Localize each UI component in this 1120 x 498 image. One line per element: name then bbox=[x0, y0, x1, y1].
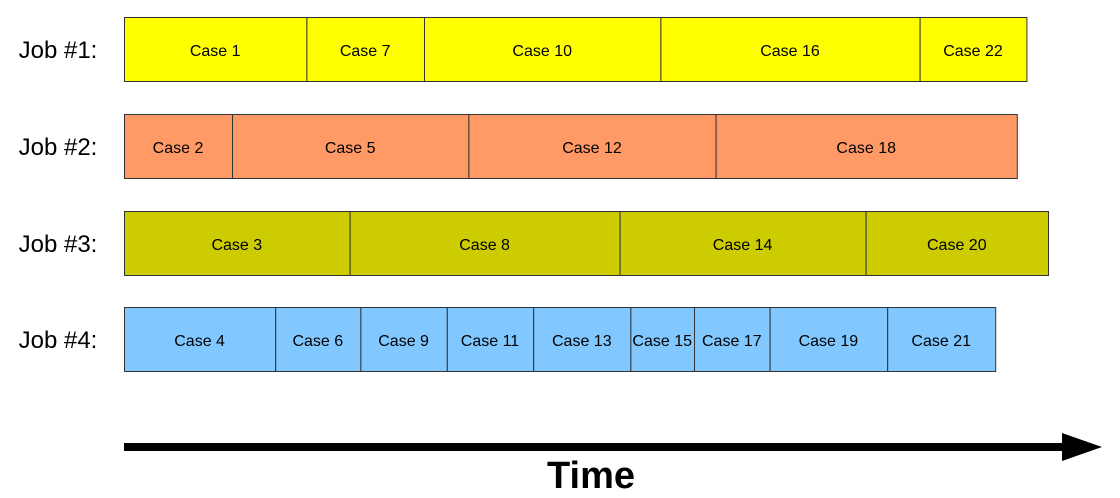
case-label: Case 11 bbox=[461, 333, 520, 350]
case-label: Case 13 bbox=[552, 333, 612, 350]
job-row-4: Job #4: Case 4 Case 6 Case 9 Case 11 Case 13 C… bbox=[19, 307, 997, 372]
case-label: Case 20 bbox=[927, 237, 987, 254]
job-row-3: Job #3: Case 3 Case 8 Case 14 Case 20 bbox=[19, 211, 1049, 276]
case-block bbox=[124, 211, 351, 276]
case-block bbox=[865, 211, 1049, 276]
time-axis-arrowhead bbox=[1062, 433, 1102, 461]
case-block bbox=[124, 17, 308, 82]
case-label: Case 8 bbox=[459, 237, 510, 254]
case-label: Case 6 bbox=[292, 333, 343, 350]
case-label: Case 9 bbox=[378, 333, 429, 350]
job-label: Job #4: bbox=[19, 327, 98, 354]
time-axis: Time bbox=[124, 433, 1102, 497]
time-axis-label: Time bbox=[547, 455, 635, 497]
case-block bbox=[887, 307, 997, 372]
case-block bbox=[232, 114, 470, 179]
case-block bbox=[630, 307, 696, 372]
jobs-layer: Job #1: Case 1 Case 7 Case 10 Case 16 Case 22… bbox=[19, 17, 1049, 372]
case-label: Case 22 bbox=[943, 43, 1003, 60]
case-block bbox=[124, 307, 277, 372]
case-label: Case 18 bbox=[836, 140, 896, 157]
case-label: Case 10 bbox=[512, 43, 572, 60]
job-label: Job #3: bbox=[19, 231, 98, 258]
job-row-1: Job #1: Case 1 Case 7 Case 10 Case 16 Case 22 bbox=[19, 17, 1028, 82]
case-block bbox=[424, 17, 662, 82]
case-label: Case 19 bbox=[799, 333, 859, 350]
case-label: Case 14 bbox=[713, 237, 773, 254]
case-label: Case 7 bbox=[340, 43, 391, 60]
case-block bbox=[769, 307, 889, 372]
case-block bbox=[619, 211, 867, 276]
job-label: Job #1: bbox=[19, 37, 98, 64]
case-label: Case 3 bbox=[211, 237, 262, 254]
case-label: Case 15 bbox=[632, 333, 692, 350]
case-block bbox=[715, 114, 1018, 179]
case-label: Case 16 bbox=[760, 43, 820, 60]
case-label: Case 4 bbox=[174, 333, 225, 350]
case-block bbox=[660, 17, 921, 82]
case-block bbox=[360, 307, 448, 372]
job-row-2: Job #2: Case 2 Case 5 Case 12 Case 18 bbox=[19, 114, 1018, 179]
case-block bbox=[919, 17, 1028, 82]
case-block bbox=[468, 114, 717, 179]
case-label: Case 17 bbox=[702, 333, 762, 350]
case-label: Case 5 bbox=[325, 140, 376, 157]
case-block bbox=[306, 17, 425, 82]
case-block bbox=[533, 307, 632, 372]
case-label: Case 12 bbox=[562, 140, 622, 157]
case-label: Case 1 bbox=[190, 43, 241, 60]
case-label: Case 21 bbox=[911, 333, 971, 350]
case-block bbox=[446, 307, 535, 372]
case-block bbox=[124, 114, 233, 179]
job-label: Job #2: bbox=[19, 134, 98, 161]
case-block bbox=[694, 307, 771, 372]
case-label: Case 2 bbox=[153, 140, 204, 157]
